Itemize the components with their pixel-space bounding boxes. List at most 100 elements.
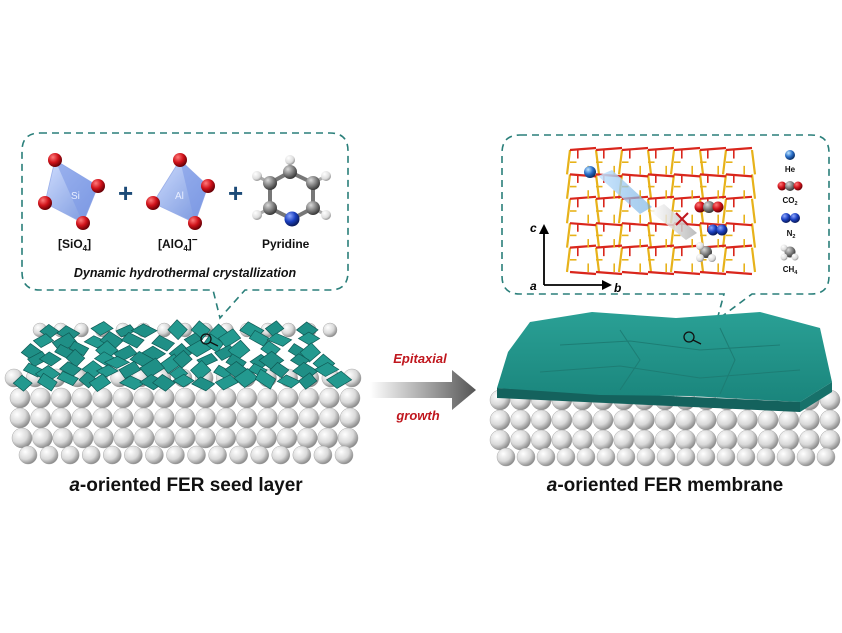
substrate-sphere <box>9 387 31 409</box>
n2-molecule <box>707 224 728 236</box>
substrate-sphere <box>174 427 196 449</box>
substrate-sphere <box>281 322 296 338</box>
substrate-sphere <box>799 429 820 451</box>
alo4-tetrahedron: Al <box>146 153 215 230</box>
substrate-sphere <box>276 427 298 449</box>
axis-c-label: c <box>530 221 537 235</box>
seed-crystal <box>151 334 176 352</box>
seed-crystal <box>130 323 158 338</box>
substrate-sphere <box>30 407 51 429</box>
substrate-sphere <box>756 447 776 467</box>
substrate-sphere <box>696 429 717 451</box>
process-caption: Dynamic hydrothermal crystallization <box>74 266 297 280</box>
arrow-label-line2: growth <box>395 408 439 423</box>
axis-b-label: b <box>614 281 621 295</box>
substrate-sphere <box>313 445 333 465</box>
sio4-label: [SiO4] <box>58 237 91 253</box>
substrate-sphere <box>271 445 290 465</box>
framework-bond <box>595 195 623 200</box>
precursor-callout-frame <box>21 132 349 320</box>
substrate-sphere <box>113 427 135 449</box>
substrate-sphere <box>592 429 614 451</box>
substrate-sphere <box>489 429 511 451</box>
substrate-sphere <box>319 407 340 429</box>
framework-bond <box>673 270 701 276</box>
substrate-sphere <box>799 409 820 431</box>
substrate-sphere <box>71 387 93 409</box>
substrate-sphere <box>257 407 278 429</box>
seed-crystal <box>103 355 131 369</box>
seed-crystal <box>32 333 55 349</box>
si-center-label: Si <box>71 191 80 202</box>
framework-bond <box>699 195 727 200</box>
substrate-sphere <box>489 409 511 431</box>
substrate-sphere <box>510 429 531 451</box>
fer-membrane-film <box>497 312 832 412</box>
seed-crystal <box>172 349 193 369</box>
framework-bond <box>725 173 753 178</box>
substrate-sphere <box>592 409 614 431</box>
substrate-sphere <box>616 447 636 467</box>
left-substrate-spheres <box>4 322 362 465</box>
seed-crystal <box>325 370 353 389</box>
framework-bond <box>565 174 572 199</box>
framework-bond <box>595 146 623 152</box>
substrate-sphere <box>124 445 143 465</box>
substrate-sphere <box>737 429 758 451</box>
substrate-sphere <box>277 407 299 429</box>
substrate-sphere <box>757 409 779 431</box>
substrate-sphere <box>613 409 634 431</box>
framework-bond <box>569 222 597 227</box>
framework-bond <box>699 146 727 152</box>
substrate-sphere <box>208 445 227 465</box>
substrate-sphere <box>292 445 312 465</box>
seed-crystal <box>118 360 142 379</box>
seed-crystal <box>258 350 285 370</box>
substrate-sphere <box>676 447 696 467</box>
substrate-sphere <box>9 407 31 429</box>
substrate-sphere <box>317 427 338 449</box>
substrate-sphere <box>322 322 338 338</box>
framework-bond <box>617 198 624 224</box>
substrate-sphere <box>187 445 206 465</box>
substrate-sphere <box>174 387 196 409</box>
substrate-sphere <box>796 447 816 467</box>
seed-crystal <box>269 361 290 379</box>
seed-crystal <box>90 321 114 336</box>
substrate-sphere <box>334 445 354 465</box>
substrate-sphere <box>166 445 185 465</box>
framework-bond <box>725 146 753 152</box>
substrate-sphere <box>250 445 269 465</box>
framework-bond <box>725 222 753 227</box>
sio4-tetrahedron: Si <box>38 153 105 230</box>
framework-bond <box>565 149 572 175</box>
seed-crystal <box>217 328 242 348</box>
seed-crystal <box>139 357 166 379</box>
plus-sign-2: + <box>228 178 243 208</box>
substrate-sphere <box>319 387 340 409</box>
substrate-sphere <box>39 445 59 465</box>
substrate-sphere <box>298 407 319 429</box>
substrate-sphere <box>516 447 536 467</box>
substrate-sphere <box>816 447 836 467</box>
framework-callout-frame <box>501 134 830 323</box>
seed-layer-assembly <box>4 319 362 465</box>
substrate-sphere <box>92 387 113 409</box>
substrate-sphere <box>81 445 101 465</box>
pyridine-label: Pyridine <box>262 237 310 251</box>
substrate-sphere <box>154 427 175 449</box>
substrate-sphere <box>675 429 696 451</box>
magnifier-icon-right <box>683 331 702 345</box>
fer-seed-crystals <box>12 319 353 392</box>
framework-bond <box>750 247 757 273</box>
framework-bond <box>699 173 727 178</box>
framework-bond <box>569 195 597 200</box>
framework-bond <box>647 244 675 249</box>
substrate-sphere <box>339 387 361 409</box>
substrate-sphere <box>819 429 841 451</box>
framework-bond <box>569 270 597 276</box>
framework-bond <box>617 247 624 273</box>
framework-bond <box>617 149 624 175</box>
framework-bond <box>565 223 572 248</box>
